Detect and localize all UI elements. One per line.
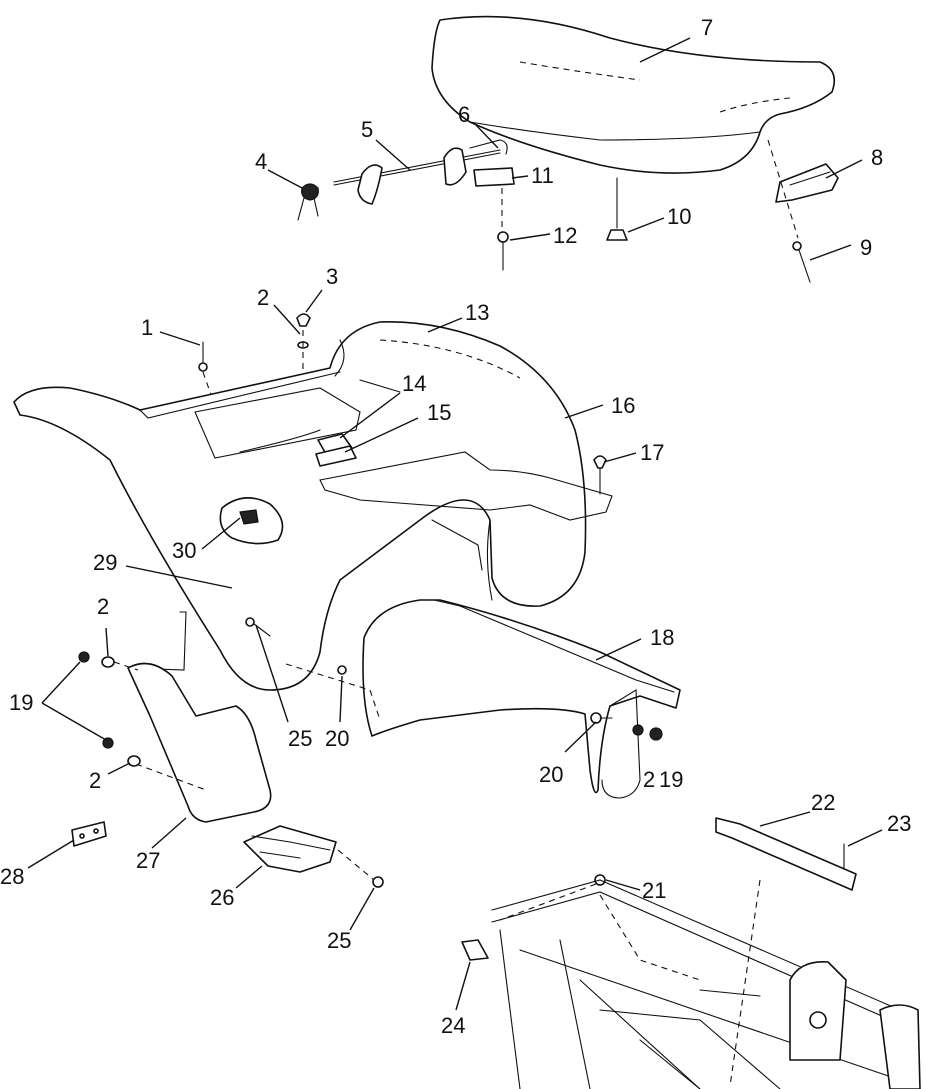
callout-2-right: 2 — [643, 767, 655, 792]
screw-3-part — [296, 313, 311, 327]
fasteners-right-part — [632, 724, 663, 741]
bolt-25-part — [245, 617, 384, 888]
callout-13: 13 — [465, 300, 489, 325]
callout-22: 22 — [811, 790, 835, 815]
washer-2-left-part — [101, 656, 141, 767]
callout-20-right: 20 — [539, 762, 563, 787]
callout-11: 11 — [531, 163, 554, 188]
callout-6: 6 — [458, 102, 470, 127]
push-rivet-17-part — [593, 455, 607, 495]
screw-20-part — [337, 665, 613, 724]
frame-part — [491, 879, 921, 1089]
mudflap-bracket-part — [71, 821, 107, 847]
callout-28: 28 — [0, 864, 24, 889]
callout-20-left: 20 — [325, 726, 349, 751]
seat-latch-rod-part — [333, 147, 501, 205]
callout-5: 5 — [361, 117, 373, 142]
callout-19-right: 19 — [659, 767, 683, 792]
footrest-part — [243, 825, 375, 881]
fender-extension-part — [362, 599, 681, 799]
latch-hook-part — [469, 139, 508, 155]
callout-1: 1 — [141, 315, 153, 340]
callout-12: 12 — [553, 223, 577, 248]
callout-2-left-upper: 2 — [97, 594, 109, 619]
mud-flap-part — [127, 662, 272, 823]
callout-23: 23 — [887, 811, 911, 836]
callout-24: 24 — [441, 1013, 465, 1038]
callout-14: 14 — [402, 371, 426, 396]
callout-30: 30 — [172, 538, 196, 563]
callout-2-left-lower: 2 — [89, 768, 101, 793]
washer-2-top-part — [297, 330, 309, 460]
frame-strap-part — [715, 817, 857, 1087]
callout-25-upper: 25 — [288, 726, 312, 751]
latch-plate-part — [473, 167, 515, 228]
callout-7: 7 — [701, 15, 713, 40]
callout-29: 29 — [93, 550, 117, 575]
callout-4: 4 — [255, 149, 267, 174]
callout-16: 16 — [611, 393, 635, 418]
callout-10: 10 — [667, 204, 691, 229]
callout-9: 9 — [860, 235, 872, 260]
seat-bumper-part — [606, 177, 628, 241]
callout-17: 17 — [640, 440, 664, 465]
callout-labels: 1 2 3 4 5 6 7 8 9 10 11 12 13 14 15 16 1… — [0, 15, 911, 1038]
callout-8: 8 — [871, 145, 883, 170]
latch-spring-part — [297, 183, 319, 221]
callout-25-lower: 25 — [327, 928, 351, 953]
callout-21: 21 — [642, 878, 666, 903]
callout-27: 27 — [136, 848, 160, 873]
screw-12-part — [497, 231, 509, 271]
callout-2-top: 2 — [257, 285, 269, 310]
callout-18: 18 — [650, 625, 674, 650]
nut-21-part — [499, 874, 606, 921]
bolt-9-part — [792, 241, 811, 283]
callout-15: 15 — [427, 400, 451, 425]
rear-fender-part — [13, 321, 613, 691]
seat-part — [431, 15, 836, 174]
seat-bracket-part — [767, 139, 839, 239]
callout-3: 3 — [326, 264, 338, 289]
leader-lines — [27, 37, 883, 1011]
callout-19-left: 19 — [9, 690, 33, 715]
callout-26: 26 — [210, 885, 234, 910]
frame-pad-part — [461, 939, 489, 961]
